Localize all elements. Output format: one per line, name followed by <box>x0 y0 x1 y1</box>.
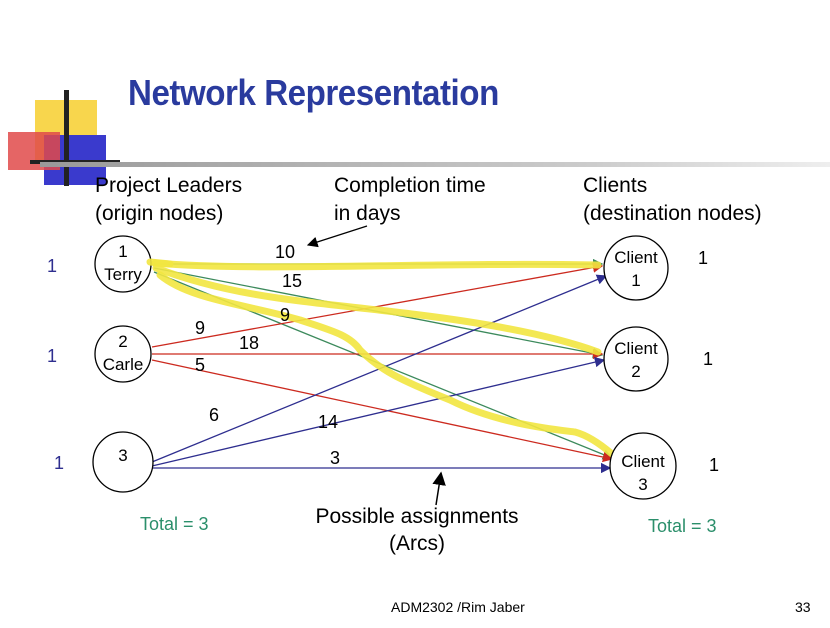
completion-header-line2: in days <box>334 202 401 225</box>
total-supply: Total = 3 <box>140 514 209 534</box>
arc-3-client2 <box>151 357 606 467</box>
destination-node-1 <box>603 235 669 301</box>
supply-3: 1 <box>54 453 65 473</box>
completion-pointer-arrow <box>306 225 368 248</box>
destination-node-1-line2: 1 <box>631 271 641 290</box>
cost-label-9-carle: 9 <box>195 318 206 338</box>
page-number: 33 <box>795 599 811 615</box>
highlight-terry-client3 <box>156 271 616 458</box>
destination-node-2-line2: 2 <box>631 362 641 381</box>
origin-node-3-label: 3 <box>95 444 151 467</box>
destination-node-3-line2: 3 <box>638 475 648 494</box>
highlight-terry-client2 <box>152 264 602 356</box>
completion-header: Completion time in days <box>334 172 486 228</box>
arcs-label-line2: (Arcs) <box>389 532 445 555</box>
destination-node-2-line1: Client <box>614 339 658 358</box>
origin-node-1-number: 1 <box>118 242 128 261</box>
arcs-label-line1: Possible assignments <box>315 505 519 528</box>
origin-node-2-name: Carle <box>102 355 144 374</box>
cost-label-5: 5 <box>195 355 206 375</box>
origin-node-2-number: 2 <box>118 332 128 351</box>
cost-label-14: 14 <box>318 412 339 432</box>
destination-header: Clients (destination nodes) <box>583 172 762 228</box>
supply-1: 1 <box>47 256 58 276</box>
destination-node-1-line1: Client <box>614 248 658 267</box>
origin-node-3 <box>92 431 154 493</box>
destination-node-3 <box>609 432 677 500</box>
demand-1: 1 <box>698 248 709 268</box>
destination-header-line2: (destination nodes) <box>583 202 762 225</box>
origin-header-line1: Project Leaders <box>95 174 243 197</box>
arcs-pointer-arrow <box>432 471 446 506</box>
origin-header-line2: (origin nodes) <box>95 202 224 225</box>
origin-header: Project Leaders (origin nodes) <box>95 172 242 228</box>
cost-label-9-terry: 9 <box>280 305 291 325</box>
origin-node-2 <box>94 325 152 383</box>
demand-3: 1 <box>709 455 720 475</box>
origin-node-3-number: 3 <box>118 446 128 465</box>
destination-node-2 <box>603 326 669 392</box>
cost-label-15: 15 <box>282 271 303 291</box>
highlight-terry-client1 <box>151 259 602 271</box>
logo-vertical-bar <box>64 90 69 186</box>
cost-label-3: 3 <box>330 448 341 468</box>
cost-label-10: 10 <box>275 242 296 262</box>
destination-node-1-label: Client 1 <box>604 246 668 292</box>
demand-2: 1 <box>703 349 714 369</box>
destination-node-3-label: Client 3 <box>611 450 675 496</box>
total-demand: Total = 3 <box>648 516 717 536</box>
title-underline <box>40 162 830 167</box>
supply-2: 1 <box>47 346 58 366</box>
arc-carle-client3 <box>151 359 614 463</box>
highlight-terry-start <box>146 258 174 268</box>
completion-header-line1: Completion time <box>334 174 486 197</box>
logo-decoration <box>8 90 120 186</box>
origin-node-1-name: Terry <box>104 265 142 284</box>
footer-text: ADM2302 /Rim Jaber <box>391 599 525 615</box>
arcs-label: Possible assignments (Arcs) <box>300 503 534 557</box>
destination-node-2-label: Client 2 <box>604 337 668 383</box>
origin-node-2-label: 2 Carle <box>95 330 151 376</box>
origin-node-1-label: 1 Terry <box>95 240 151 286</box>
slide-title: Network Representation <box>128 72 499 113</box>
destination-node-3-line1: Client <box>621 452 665 471</box>
destination-header-line1: Clients <box>583 174 648 197</box>
cost-label-18: 18 <box>239 333 260 353</box>
cost-label-6: 6 <box>209 405 220 425</box>
